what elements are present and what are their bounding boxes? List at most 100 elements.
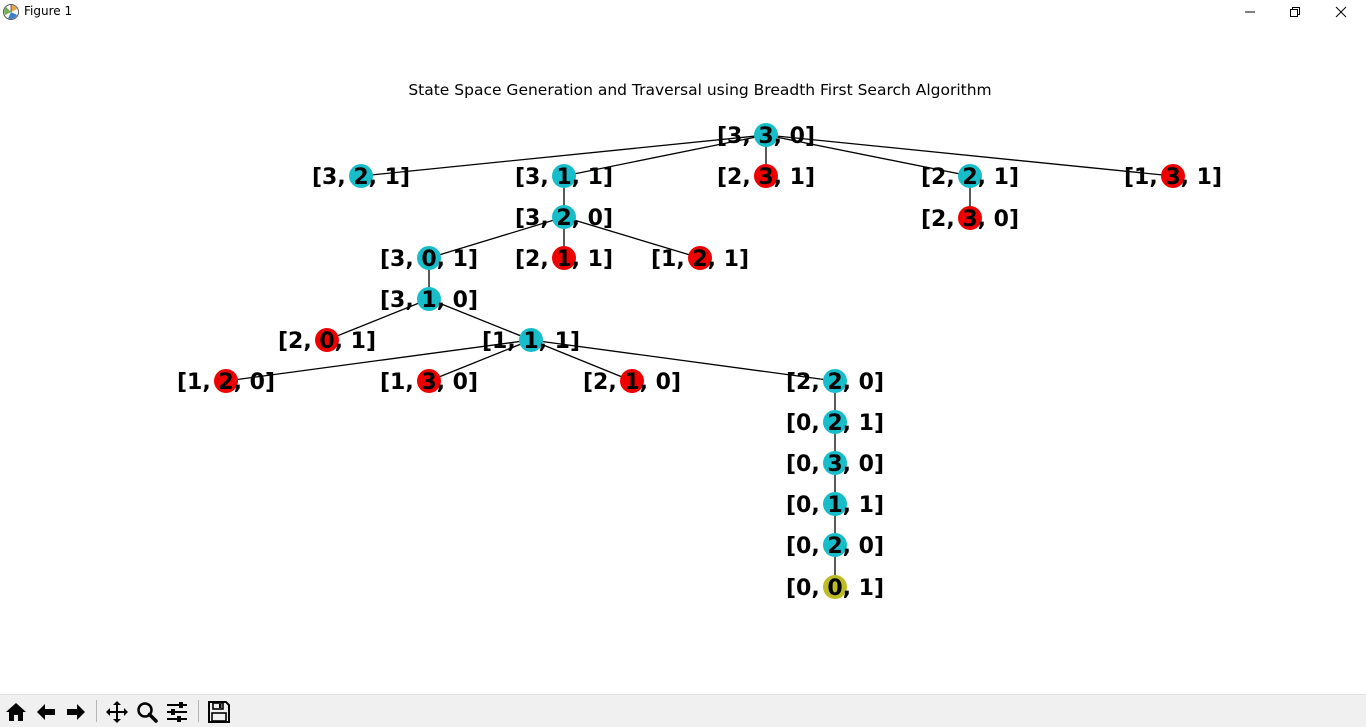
- zoom-magnifier-icon: [137, 702, 158, 723]
- tree-edge: [428, 298, 532, 341]
- node-marker-visited: [417, 287, 441, 311]
- node-marker-visited: [349, 164, 373, 188]
- pan-button[interactable]: [103, 698, 131, 726]
- matplotlib-icon: [3, 4, 19, 20]
- tree-node: [2, 1, 0]: [583, 369, 681, 395]
- tree-node: [2, 2, 1]: [921, 164, 1019, 190]
- tree-node: [0, 2, 0]: [786, 533, 884, 559]
- tree-node: [0, 2, 1]: [786, 410, 884, 436]
- node-label: [1, 3, 1]: [1124, 165, 1222, 190]
- close-icon: [1335, 6, 1347, 18]
- node-label: [2, 3, 0]: [921, 207, 1019, 232]
- tree-node: [1, 2, 1]: [651, 246, 749, 272]
- tree-node: [3, 1, 1]: [515, 164, 613, 190]
- node-label: [3, 0, 1]: [380, 247, 478, 272]
- figure-canvas[interactable]: State Space Generation and Traversal usi…: [0, 24, 1366, 694]
- tree-node: [3, 2, 1]: [312, 164, 410, 190]
- tree-node: [2, 3, 1]: [717, 164, 815, 190]
- home-button[interactable]: [2, 698, 30, 726]
- tree-edge: [563, 134, 767, 177]
- tree-node: [0, 3, 0]: [786, 451, 884, 477]
- tree-node: [1, 3, 1]: [1124, 164, 1222, 190]
- tree-node: [2, 0, 1]: [278, 328, 376, 354]
- minimize-button[interactable]: [1227, 0, 1273, 24]
- back-arrow-icon: [37, 704, 55, 720]
- tree-node: [3, 0, 1]: [380, 246, 478, 272]
- tree-node: [1, 1, 1]: [482, 328, 580, 354]
- node-marker-dead: [315, 328, 339, 352]
- minimize-icon: [1245, 11, 1255, 13]
- node-label: [3, 2, 0]: [515, 206, 613, 231]
- node-marker-dead: [214, 369, 238, 393]
- node-marker-visited: [754, 123, 778, 147]
- node-label: [0, 1, 1]: [786, 493, 884, 518]
- toolbar-separator: [96, 700, 97, 722]
- save-button[interactable]: [205, 698, 233, 726]
- node-label: [2, 0, 1]: [278, 329, 376, 354]
- node-marker-visited: [823, 451, 847, 475]
- navigation-toolbar: [0, 694, 1366, 727]
- configure-subplots-button[interactable]: [163, 698, 191, 726]
- node-label: [0, 2, 1]: [786, 411, 884, 436]
- node-marker-visited: [958, 164, 982, 188]
- home-icon: [6, 703, 26, 721]
- tree-node: [0, 1, 1]: [786, 492, 884, 518]
- node-label: [2, 2, 0]: [786, 370, 884, 395]
- node-label: [0, 3, 0]: [786, 452, 884, 477]
- node-label: [1, 3, 0]: [380, 370, 478, 395]
- tree-node: [1, 3, 0]: [380, 369, 478, 395]
- node-marker-dead: [754, 164, 778, 188]
- back-button[interactable]: [32, 698, 60, 726]
- node-label: [1, 2, 0]: [177, 370, 275, 395]
- node-marker-dead: [958, 206, 982, 230]
- node-marker-visited: [823, 533, 847, 557]
- node-label: [2, 3, 1]: [717, 165, 815, 190]
- tree-node: [2, 3, 0]: [921, 206, 1019, 232]
- node-label: [2, 2, 1]: [921, 165, 1019, 190]
- state-space-tree-chart: State Space Generation and Traversal usi…: [177, 81, 1222, 601]
- node-label: [3, 1, 0]: [380, 288, 478, 313]
- node-label: [2, 1, 1]: [515, 247, 613, 272]
- nodes-layer: [3, 3, 0] [3, 2, 1] [3, 1, 1] [2, 3, 1] [2, …: [177, 123, 1222, 601]
- close-button[interactable]: [1318, 0, 1364, 24]
- tree-node: [3, 1, 0]: [380, 287, 478, 313]
- node-label: [2, 1, 0]: [583, 370, 681, 395]
- tree-edge: [326, 298, 430, 341]
- zoom-button[interactable]: [133, 698, 161, 726]
- node-label: [1, 2, 1]: [651, 247, 749, 272]
- tree-node: [3, 3, 0]: [717, 123, 815, 149]
- node-label: [3, 1, 1]: [515, 165, 613, 190]
- node-marker-visited: [823, 369, 847, 393]
- tree-edge: [428, 216, 565, 259]
- node-label: [3, 2, 1]: [312, 165, 410, 190]
- node-label: [0, 0, 1]: [786, 576, 884, 601]
- tree-node: [2, 1, 1]: [515, 246, 613, 272]
- tree-node: [0, 0, 1]: [786, 575, 884, 601]
- tree-edge: [360, 134, 767, 177]
- toolbar-separator: [198, 700, 199, 722]
- forward-arrow-icon: [67, 704, 85, 720]
- tree-edge: [225, 339, 532, 382]
- window-title: Figure 1: [24, 4, 73, 18]
- node-marker-visited: [552, 205, 576, 229]
- tree-edge: [530, 339, 633, 382]
- node-label: [3, 3, 0]: [717, 124, 815, 149]
- chart-title: State Space Generation and Traversal usi…: [408, 81, 991, 99]
- tree-edge: [765, 134, 1174, 177]
- node-marker-dead: [688, 246, 712, 270]
- tree-edge: [563, 216, 701, 259]
- pan-move-icon: [106, 701, 128, 723]
- forward-button[interactable]: [62, 698, 90, 726]
- tree-node: [1, 2, 0]: [177, 369, 275, 395]
- node-marker-visited: [823, 492, 847, 516]
- window-titlebar: Figure 1: [0, 0, 1366, 24]
- node-marker-visited: [519, 328, 543, 352]
- subplots-config-icon: [167, 702, 187, 722]
- restore-button[interactable]: [1272, 0, 1318, 24]
- tree-node: [3, 2, 0]: [515, 205, 613, 231]
- node-marker-dead: [552, 246, 576, 270]
- node-marker-visited: [417, 246, 441, 270]
- node-label: [1, 1, 1]: [482, 329, 580, 354]
- node-marker-goal: [823, 575, 847, 599]
- tree-edge: [428, 339, 532, 382]
